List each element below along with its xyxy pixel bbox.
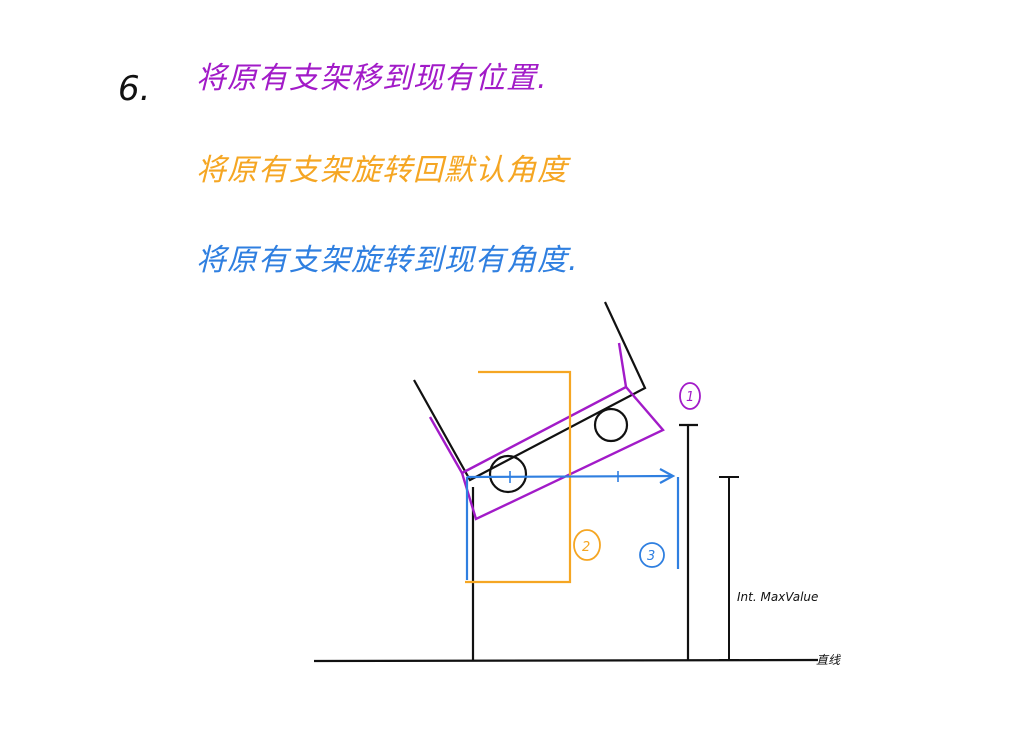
current-angle-arrow-head [659,468,676,484]
step-number: 6. [118,69,150,109]
marker-1-circle [679,382,701,410]
moved-bracket [460,385,665,521]
wheel-left [488,454,528,494]
note-move-bracket: 将原有支架移到现有位置. [196,61,548,96]
baseline [313,658,819,663]
marker-3-circle [639,542,665,568]
note-rotate-default: 将原有支架旋转回默认角度 [196,153,571,188]
note-rotate-current: 将原有支架旋转到现有角度. [196,243,579,278]
marker-2-circle [573,529,601,561]
moved-bracket-arm [617,342,628,388]
moved-bracket-left-arm [428,416,464,474]
baseline-label: 直线 [816,653,841,667]
marker-3-label: 3 [647,549,655,564]
original-bracket-outline [413,301,647,482]
marker-1-label: 1 [686,390,694,405]
marker-2-label: 2 [582,540,590,555]
wheel-right [593,407,629,443]
current-angle-arrow-line [466,474,673,479]
max-value-label: Int. MaxValue [737,590,818,604]
